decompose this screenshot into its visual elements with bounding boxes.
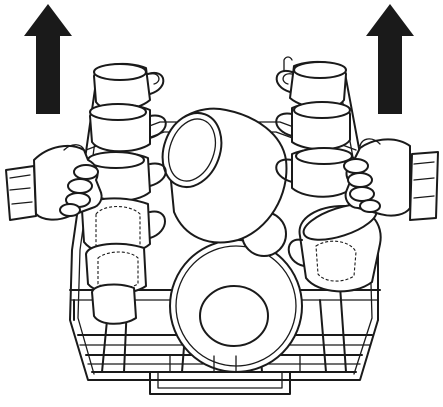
up-arrow-left-icon [24, 4, 72, 114]
rack-hooks [149, 56, 293, 85]
cups-left [81, 62, 167, 325]
right-hand-icon [343, 138, 439, 221]
bowl [161, 107, 288, 244]
left-hand-icon [5, 144, 103, 221]
cups-right [275, 60, 382, 293]
rack-front-wires [73, 299, 379, 373]
up-arrow-right-icon [366, 4, 414, 114]
plate-large [169, 239, 303, 373]
